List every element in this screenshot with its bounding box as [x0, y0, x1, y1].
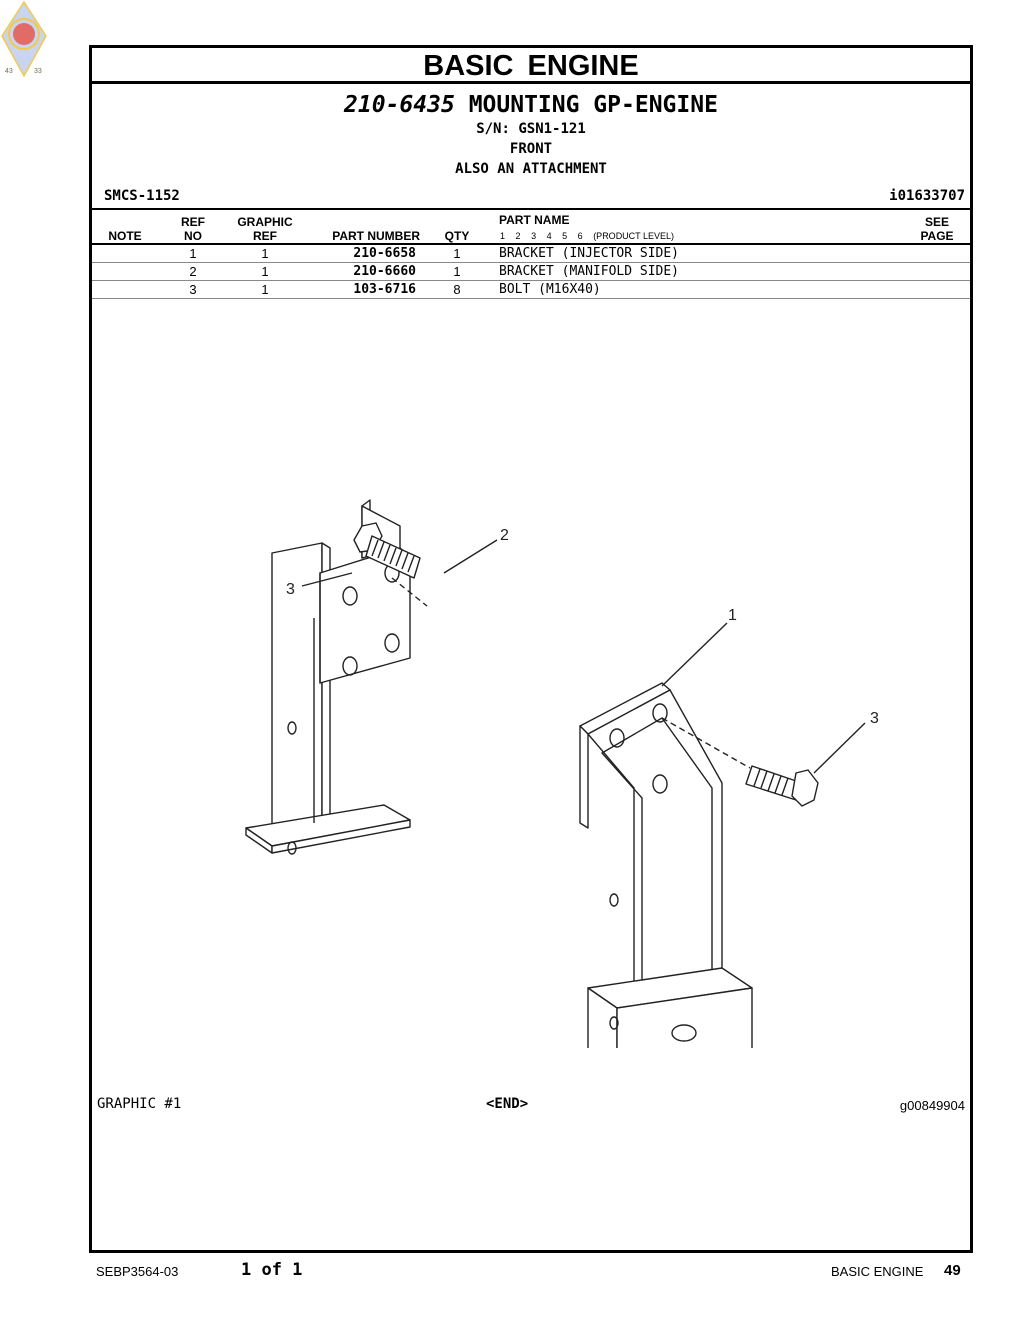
- level-1: 1: [500, 231, 506, 241]
- quantity: 1: [453, 246, 461, 261]
- product-levels: 1 2 3 4 5 6 (PRODUCT LEVEL): [500, 231, 682, 241]
- col-see-top: SEE: [924, 215, 949, 229]
- graphic-ref: 1: [261, 246, 269, 261]
- part-number: 210-6658: [353, 246, 416, 261]
- level-2: 2: [515, 231, 521, 241]
- group-number: 210-6435: [344, 92, 455, 118]
- level-3: 3: [531, 231, 537, 241]
- graphic-label: GRAPHIC #1: [97, 1096, 182, 1112]
- logo-number-right: 33: [34, 68, 42, 75]
- group-title: 210-6435 MOUNTING GP-ENGINE: [92, 92, 970, 118]
- graphic-id: g00849904: [899, 1098, 965, 1113]
- bracket-injector-side: [579, 682, 753, 1048]
- col-qty: QTY: [444, 229, 470, 243]
- footer-doc-number: SEBP3564-03: [96, 1264, 179, 1279]
- level-6: 6: [577, 231, 583, 241]
- position-label: FRONT: [509, 141, 553, 157]
- col-note: NOTE: [108, 229, 142, 243]
- ref-number: 2: [189, 264, 197, 279]
- table-row: 3 1 103-6716 8 BOLT (M16X40): [92, 281, 970, 299]
- table-header-top-rule: [92, 208, 970, 210]
- logo-ring: [8, 18, 40, 50]
- ref-number: 1: [189, 246, 197, 261]
- product-level-label: (PRODUCT LEVEL): [593, 231, 675, 241]
- table-header-bottom-rule: [92, 243, 970, 245]
- group-name: MOUNTING GP-ENGINE: [468, 92, 718, 118]
- quantity: 8: [453, 282, 461, 297]
- illustration-id: i01633707: [889, 188, 965, 204]
- logo-inner-circle: [13, 23, 35, 45]
- serial-number: S/N: GSN1-121: [476, 121, 586, 137]
- logo: 43 33: [0, 0, 48, 78]
- level-4: 4: [546, 231, 552, 241]
- part-number: 210-6660: [353, 264, 416, 279]
- table-row: 2 1 210-6660 1 BRACKET (MANIFOLD SIDE): [92, 263, 970, 281]
- part-name: BRACKET (MANIFOLD SIDE): [499, 264, 680, 279]
- callout-1: 1: [728, 607, 737, 624]
- bolt-right: [745, 765, 819, 807]
- callout-3-right: 3: [870, 710, 879, 727]
- page-frame: BASIC ENGINE 210-6435 MOUNTING GP-ENGINE…: [89, 45, 973, 1253]
- footer-page-of: 1 of 1: [241, 1260, 303, 1280]
- footer-section: BASIC ENGINE: [831, 1264, 924, 1279]
- level-5: 5: [562, 231, 568, 241]
- col-ref-top: REF: [181, 215, 205, 229]
- footer-page-number: 49: [944, 1262, 961, 1279]
- col-part-number: PART NUMBER: [332, 229, 420, 243]
- quantity: 1: [453, 264, 461, 279]
- section-title-bar: BASIC ENGINE: [92, 48, 970, 84]
- graphic-ref: 1: [261, 282, 269, 297]
- leader-3-right: [813, 722, 866, 774]
- attachment-label: ALSO AN ATTACHMENT: [455, 161, 607, 177]
- leader-2: [443, 539, 498, 574]
- col-see-bottom: PAGE: [920, 229, 954, 243]
- part-name: BOLT (M16X40): [499, 282, 601, 297]
- section-title: BASIC ENGINE: [423, 50, 639, 82]
- col-graphic-top: GRAPHIC: [237, 215, 293, 229]
- callout-3-left: 3: [286, 581, 295, 598]
- col-ref-bottom: NO: [184, 229, 202, 243]
- end-marker: <END>: [486, 1096, 529, 1112]
- part-number: 103-6716: [353, 282, 416, 297]
- exploded-view-drawing: 2 3 1 3: [245, 499, 879, 1048]
- callout-2: 2: [500, 527, 509, 544]
- diamond-emblem-icon: 43 33: [1, 0, 47, 78]
- bolt-upper-left: [353, 522, 421, 579]
- bracket-manifold-side: [245, 499, 411, 855]
- col-graphic-bottom: REF: [253, 229, 277, 243]
- centerline-right: [661, 717, 751, 769]
- logo-number-left: 43: [5, 68, 13, 75]
- centerline-upper: [391, 577, 428, 607]
- graphic-ref: 1: [261, 264, 269, 279]
- leader-3-left: [301, 572, 353, 587]
- part-name: BRACKET (INJECTOR SIDE): [499, 246, 680, 261]
- table-row: 1 1 210-6658 1 BRACKET (INJECTOR SIDE): [92, 245, 970, 263]
- ref-number: 3: [189, 282, 197, 297]
- smcs-code: SMCS-1152: [104, 188, 180, 204]
- leader-1: [661, 622, 728, 687]
- col-part-name: PART NAME: [499, 213, 570, 227]
